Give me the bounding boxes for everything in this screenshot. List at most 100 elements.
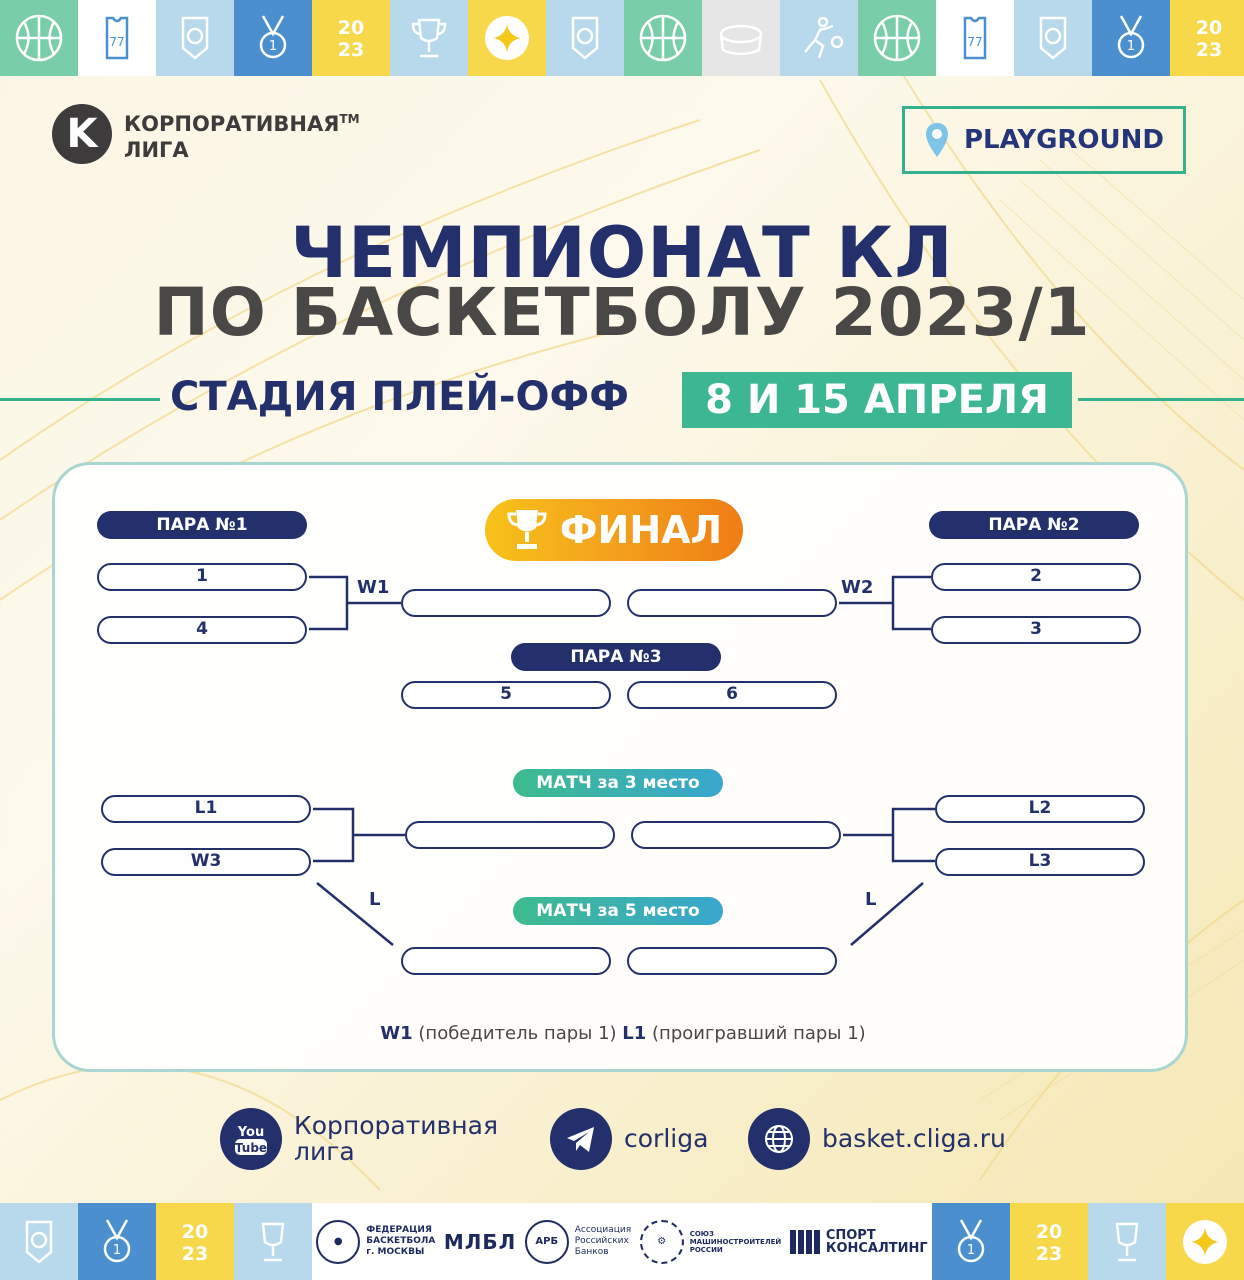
sponsor-mlbl: МЛБЛ	[443, 1229, 517, 1254]
stage-dates: 8 И 15 АПРЕЛЯ	[682, 372, 1072, 428]
svg-text:23: 23	[1196, 39, 1222, 61]
pair3-team-b: 6	[627, 681, 837, 709]
bracket-lines	[309, 575, 935, 946]
basketball-icon	[624, 0, 702, 76]
pair1-team-a: 1	[97, 563, 307, 591]
svg-text:23: 23	[182, 1243, 208, 1265]
svg-text:20: 20	[1196, 17, 1222, 39]
svg-text:20: 20	[338, 17, 364, 39]
third-place-right-a: L2	[935, 795, 1145, 823]
sport-consulting-icon	[789, 1229, 820, 1254]
trophy-icon	[507, 510, 547, 549]
bracket-legend: W1 (победитель пары 1) L1 (проигравший п…	[55, 1023, 1191, 1044]
pair2-team-a: 2	[931, 563, 1141, 591]
third-place-slot-left	[405, 821, 615, 849]
brand-name-line1: КОРПОРАТИВНАЯ	[124, 111, 340, 136]
legend-l1: L1	[622, 1023, 647, 1044]
medal-icon: 1	[1092, 0, 1170, 76]
legend-l1-desc: (проигравший пары 1)	[652, 1023, 866, 1044]
pair2-label: ПАРА №2	[929, 511, 1139, 539]
svg-text:You: You	[237, 1125, 264, 1140]
stadium-icon	[702, 0, 780, 76]
pair1-winner-label: W1	[357, 577, 390, 598]
final-badge: ФИНАЛ	[485, 499, 743, 561]
pair3-team-a: 5	[401, 681, 611, 709]
svg-text:23: 23	[1036, 1243, 1062, 1265]
player-icon	[780, 0, 858, 76]
venue-badge: PLAYGROUND	[902, 106, 1186, 174]
svg-text:1: 1	[269, 39, 277, 54]
final-slot-right	[627, 589, 837, 617]
jersey-icon: 77	[936, 0, 1014, 76]
pennant-icon	[0, 1203, 78, 1280]
svg-text:1: 1	[113, 1243, 121, 1258]
pennant-icon	[156, 0, 234, 76]
final-slot-left	[401, 589, 611, 617]
brand-logo: K КОРПОРАТИВНАЯТМ ЛИГА	[52, 104, 360, 164]
medal-icon: 1	[78, 1203, 156, 1280]
fifth-place-slot-right	[627, 947, 837, 975]
third-place-left-b: W3	[101, 848, 311, 876]
svg-text:23: 23	[338, 39, 364, 61]
website-label: basket.cliga.ru	[822, 1124, 1006, 1153]
website-link[interactable]: basket.cliga.ru	[748, 1108, 1006, 1170]
youtube-line2: лига	[294, 1137, 355, 1166]
location-pin-icon	[925, 123, 948, 157]
loser-right-label: L	[865, 889, 877, 910]
final-label: ФИНАЛ	[559, 508, 723, 552]
telegram-label: corliga	[624, 1124, 709, 1153]
pair2-winner-label: W2	[841, 577, 874, 598]
svg-text:20: 20	[182, 1221, 208, 1243]
telegram-link[interactable]: corliga	[550, 1108, 708, 1170]
third-place-right-b: L3	[935, 848, 1145, 876]
page-title-line1: ЧЕМПИОНАТ КЛ	[290, 212, 954, 294]
globe-icon	[748, 1108, 810, 1170]
brand-mark: K	[52, 104, 112, 164]
pennant-icon	[1014, 0, 1092, 76]
medal-icon: 1	[932, 1203, 1010, 1280]
third-place-label: МАТЧ за 3 место	[513, 769, 723, 797]
loser-left-label: L	[369, 889, 381, 910]
svg-text:77: 77	[109, 35, 124, 49]
page-title-line2: ПО БАСКЕТБОЛУ 2023/1	[153, 274, 1091, 351]
third-place-left-a: L1	[101, 795, 311, 823]
brand-name-line2: ЛИГА	[124, 137, 189, 162]
trophy-icon	[234, 1203, 312, 1280]
third-place-slot-right	[631, 821, 841, 849]
gear-icon: ⚙	[639, 1219, 684, 1264]
fifth-place-label: МАТЧ за 5 место	[513, 897, 723, 925]
bracket-panel: ПАРА №1 1 4 W1 ФИНАЛ ПАРА №2 2 3 W2 ПАРА…	[52, 462, 1188, 1072]
trophy-icon	[390, 0, 468, 76]
stage-label: СТАДИЯ ПЛЕЙ-ОФФ	[170, 374, 629, 420]
svg-text:1: 1	[967, 1243, 975, 1258]
trophy-icon	[1088, 1203, 1166, 1280]
divider-left	[0, 398, 160, 401]
trademark: ТМ	[339, 111, 360, 126]
fifth-place-slot-left	[401, 947, 611, 975]
venue-label: PLAYGROUND	[963, 125, 1164, 155]
pennant-icon	[546, 0, 624, 76]
legend-w1: W1	[380, 1023, 413, 1044]
svg-text:77: 77	[967, 35, 982, 49]
pair1-label: ПАРА №1	[97, 511, 307, 539]
pair3-label: ПАРА №3	[511, 643, 721, 671]
divider-right	[1078, 398, 1244, 401]
star-badge-icon	[1166, 1203, 1244, 1280]
star-badge-icon	[468, 0, 546, 76]
legend-w1-desc: (победитель пары 1)	[418, 1023, 617, 1044]
jersey-icon: 77	[78, 0, 156, 76]
youtube-line1: Корпоративная	[294, 1111, 498, 1140]
